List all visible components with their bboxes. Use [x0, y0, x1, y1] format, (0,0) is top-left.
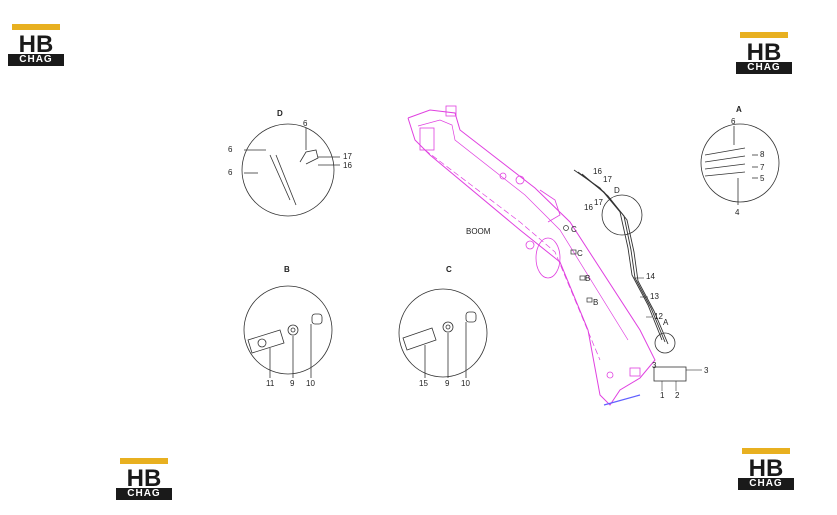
detail-view-a: A 6 8 7 5 4 [700, 105, 780, 217]
view-d-label-17: 17 [343, 152, 352, 161]
view-c-label-9: 9 [445, 379, 450, 388]
hose-lines [573, 169, 687, 382]
logo-mark: HB [740, 32, 788, 68]
logo-text: CHAG [736, 62, 792, 74]
view-a-label-4: 4 [735, 208, 740, 217]
callout-d: D [614, 186, 620, 195]
logo-bottom-left: HB CHAG [116, 444, 172, 500]
boom-label: BOOM [466, 227, 491, 236]
logo-mark: HB [120, 458, 168, 494]
callout-13: 13 [650, 292, 659, 301]
view-d-title: D [277, 109, 283, 118]
logo-mark: HB [12, 24, 60, 60]
view-a-label-8: 8 [760, 150, 765, 159]
callout-16b: 16 [584, 203, 593, 212]
logo-text: CHAG [8, 54, 64, 66]
view-c-title: C [446, 265, 452, 274]
callout-3a: 3 [652, 361, 657, 370]
view-a-title: A [736, 105, 742, 114]
view-c-label-15: 15 [419, 379, 428, 388]
detail-view-b: B 11 9 10 [243, 265, 333, 388]
view-d-label-16: 16 [343, 161, 352, 170]
callout-c1: C [571, 225, 577, 234]
callout-1: 1 [660, 391, 665, 400]
callout-16a: 16 [593, 167, 602, 176]
view-a-label-5: 5 [760, 174, 765, 183]
callout-3b: 3 [704, 366, 709, 375]
view-a-label-6: 6 [731, 117, 736, 126]
logo-text: CHAG [116, 488, 172, 500]
view-d-label-6a: 6 [228, 145, 233, 154]
view-b-title: B [284, 265, 290, 274]
view-d-label-6b: 6 [228, 168, 233, 177]
callout-b1: B [585, 274, 590, 283]
detail-view-d: D 6 6 6 17 16 [228, 109, 352, 217]
logo-mark: HB [742, 448, 790, 484]
detail-view-c: C 15 9 10 [398, 265, 488, 388]
view-a-label-7: 7 [760, 163, 765, 172]
view-b-label-9: 9 [290, 379, 295, 388]
callout-b2: B [593, 298, 598, 307]
logo-top-right: HB CHAG [736, 18, 792, 74]
callout-a: A [663, 318, 669, 327]
view-c-label-10: 10 [461, 379, 470, 388]
callout-c2: C [577, 249, 583, 258]
boom-outline [407, 105, 656, 406]
callout-12: 12 [654, 312, 663, 321]
view-d-label-6c: 6 [303, 119, 308, 128]
logo-bottom-right: HB CHAG [738, 434, 794, 490]
callout-17a: 17 [603, 175, 612, 184]
callout-17b: 17 [594, 198, 603, 207]
logo-top-left: HB CHAG [8, 10, 64, 66]
callout-2: 2 [675, 391, 680, 400]
callout-14: 14 [646, 272, 655, 281]
view-b-label-10: 10 [306, 379, 315, 388]
view-b-label-11: 11 [266, 379, 275, 388]
boom-callouts: C C B B D A 16 17 16 17 14 13 12 3 3 1 2 [563, 167, 709, 400]
logo-text: CHAG [738, 478, 794, 490]
